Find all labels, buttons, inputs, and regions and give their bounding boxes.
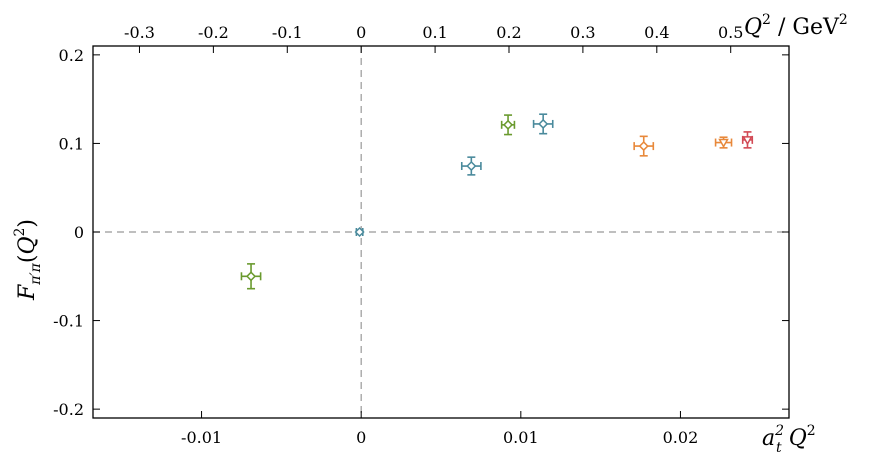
x2-tick-label: -0.2 (198, 23, 229, 42)
data-point (240, 263, 262, 290)
data-point (714, 136, 733, 149)
diamond-marker (538, 118, 549, 130)
x2-axis-title: Q2 / GeV2 (744, 12, 848, 40)
y-axis-title: Fπ′π(Q2) (12, 219, 44, 301)
x2-tick-label: -0.3 (124, 23, 155, 42)
data-point (741, 131, 754, 149)
triangle-marker (718, 138, 729, 149)
diamond-marker (245, 271, 257, 282)
y-tick-label: -0.1 (53, 312, 84, 331)
data-point (354, 226, 365, 238)
y-tick-label: 0.2 (59, 46, 84, 65)
x2-tick-label: 0 (356, 23, 366, 42)
data-point (633, 135, 655, 157)
diamond-marker (502, 119, 514, 130)
x2-tick-label: 0.3 (570, 23, 595, 42)
x-tick-label: -0.01 (181, 428, 222, 447)
x2-tick-label: 0.4 (644, 23, 669, 42)
data-point (460, 156, 482, 176)
y-tick-label: 0.1 (59, 134, 84, 153)
x-tick-label: 0.01 (503, 428, 539, 447)
x2-tick-label: -0.1 (272, 23, 303, 42)
data-point (500, 114, 516, 136)
data-point (532, 113, 554, 135)
y-tick-label: 0 (74, 223, 84, 242)
x2-tick-label: 0.1 (422, 23, 447, 42)
x2-tick-label: 0.5 (718, 23, 743, 42)
x-tick-label: 0 (356, 428, 366, 447)
x-tick-label: 0.02 (663, 428, 699, 447)
y-tick-label: -0.2 (53, 400, 84, 419)
diamond-marker (638, 141, 649, 152)
triangle-marker (742, 136, 753, 146)
diamond-marker (354, 226, 365, 238)
diamond-marker (466, 160, 477, 172)
x2-tick-label: 0.2 (496, 23, 521, 42)
